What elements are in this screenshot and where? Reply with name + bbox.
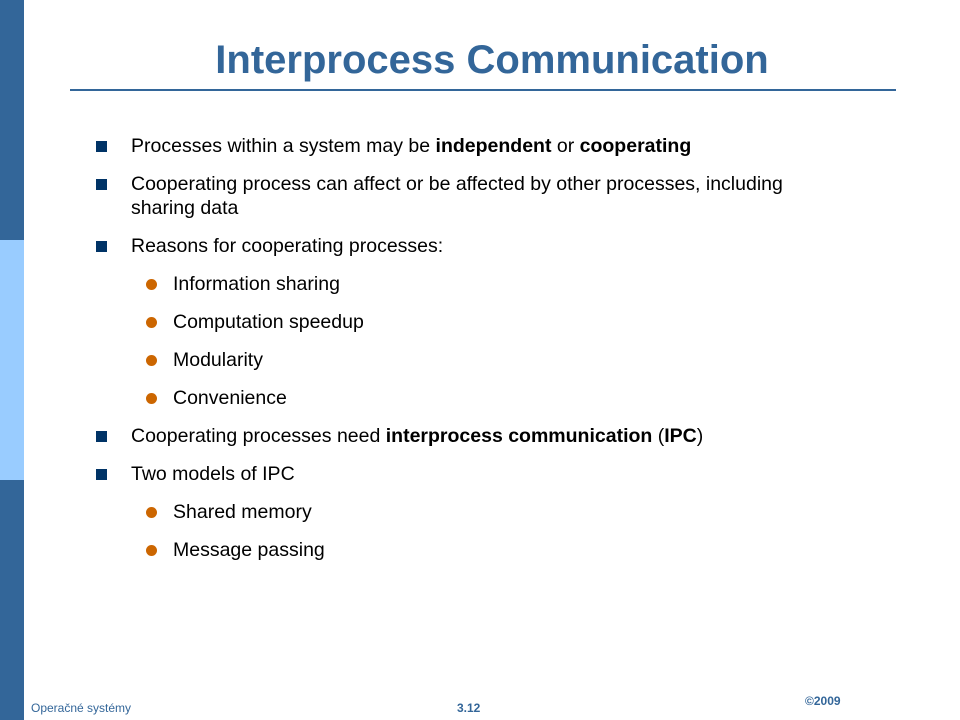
round-bullet-icon <box>146 393 157 404</box>
sub-bullet-item: Convenience <box>0 386 960 410</box>
slide-content: Processes within a system may be indepen… <box>0 134 960 576</box>
bold-term: interprocess communication <box>385 425 653 447</box>
sub-bullet-text: Computation speedup <box>173 311 364 333</box>
sub-bullet-item: Shared memory <box>0 500 960 524</box>
sub-bullet-text: Modularity <box>173 349 263 371</box>
sub-bullet-text: Convenience <box>173 387 287 409</box>
bullet-text: Cooperating processes need interprocess … <box>131 425 704 447</box>
bullet-item: Reasons for cooperating processes: <box>0 234 960 258</box>
bullet-item: Cooperating processes need interprocess … <box>0 424 960 448</box>
footer-slide-number: 3.12 <box>457 701 481 715</box>
footer-copyright: ©2009 <box>805 694 841 708</box>
sub-bullet-text: Shared memory <box>173 501 312 523</box>
bullet-text: Processes within a system may be indepen… <box>131 135 692 157</box>
sub-bullet-item: Message passing <box>0 538 960 562</box>
bullet-item: Two models of IPC <box>0 462 960 486</box>
footer-course-name: Operačné systémy <box>31 701 132 715</box>
sidebar-stripe-middle <box>0 240 24 480</box>
bullet-text: Reasons for cooperating processes: <box>131 235 444 257</box>
slide-title: Interprocess Communication <box>215 38 769 82</box>
sub-bullet-item: Modularity <box>0 348 960 372</box>
square-bullet-icon <box>96 431 107 442</box>
sub-bullet-text: Information sharing <box>173 273 340 295</box>
square-bullet-icon <box>96 241 107 252</box>
title-underline <box>70 89 896 91</box>
bullet-item: Processes within a system may be indepen… <box>0 134 960 158</box>
round-bullet-icon <box>146 279 157 290</box>
square-bullet-icon <box>96 141 107 152</box>
square-bullet-icon <box>96 469 107 480</box>
sidebar-stripe-top <box>0 0 24 240</box>
round-bullet-icon <box>146 317 157 328</box>
sidebar-stripe-bottom <box>0 480 24 720</box>
bullet-text: Cooperating process can affect or be aff… <box>131 173 783 219</box>
sub-bullet-text: Message passing <box>173 539 325 561</box>
bullet-item: Cooperating process can affect or be aff… <box>0 172 960 220</box>
round-bullet-icon <box>146 507 157 518</box>
square-bullet-icon <box>96 179 107 190</box>
bold-term: independent <box>435 135 552 157</box>
bold-term: IPC <box>664 425 697 447</box>
sub-bullet-item: Computation speedup <box>0 310 960 334</box>
round-bullet-icon <box>146 545 157 556</box>
sub-bullet-item: Information sharing <box>0 272 960 296</box>
round-bullet-icon <box>146 355 157 366</box>
bold-term: cooperating <box>579 135 692 157</box>
bullet-text: Two models of IPC <box>131 463 295 485</box>
